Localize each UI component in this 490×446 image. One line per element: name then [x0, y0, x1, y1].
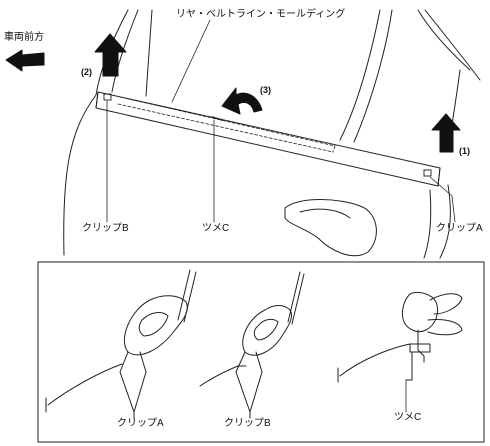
clip-b-detail [199, 271, 305, 419]
clip-b-marker [103, 93, 112, 101]
clip-a-detail [45, 269, 197, 419]
up-arrow-icon-2 [94, 33, 127, 77]
forward-arrow-icon [5, 49, 45, 72]
tab-c-marker [211, 116, 223, 121]
forward-label: 車両前方 [4, 32, 44, 43]
belt-line-molding [95, 91, 441, 187]
step-2-label: (2) [81, 67, 92, 77]
detail-tab-c-label: ツメC [394, 412, 422, 423]
clip-a-marker [423, 169, 432, 177]
leader-part-name [171, 19, 211, 103]
rotate-arrow-icon [221, 87, 263, 115]
leader-clip-a [429, 176, 456, 223]
step-3-label: (3) [260, 85, 271, 95]
detail-panel [37, 261, 485, 443]
step-1-label: (1) [459, 146, 470, 156]
clip-b-label: クリップB [82, 223, 129, 234]
door-outline [63, 9, 481, 259]
tab-c-label: ツメC [202, 223, 230, 234]
tab-c-detail [337, 291, 463, 383]
door-handle [284, 199, 377, 257]
detail-clip-b-label: クリップB [224, 418, 271, 429]
part-name-label: リヤ・ベルトライン・モールディング [176, 9, 346, 20]
up-arrow-icon-1 [431, 113, 461, 153]
clip-a-label: クリップA [436, 223, 483, 234]
detail-clip-a-label: クリップA [117, 418, 164, 429]
